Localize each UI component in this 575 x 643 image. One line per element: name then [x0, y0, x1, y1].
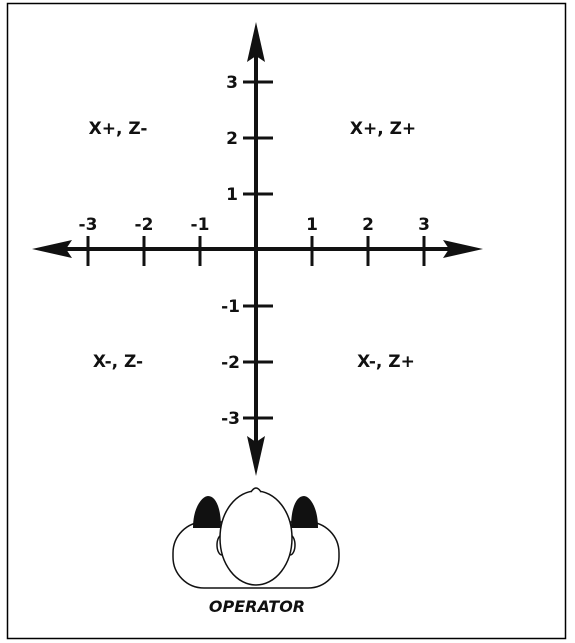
- operator-label: OPERATOR: [209, 597, 305, 616]
- vertical-axis: [247, 22, 265, 476]
- h-tick-label: 1: [306, 215, 318, 235]
- down-arrow-icon: [247, 436, 265, 476]
- h-tick-label: -2: [135, 215, 154, 235]
- right-hand-shape: [291, 496, 318, 528]
- quadrant-label-bottom-left: X-, Z-: [93, 352, 143, 372]
- h-tick-label: -1: [191, 215, 210, 235]
- right-arrow-icon: [443, 240, 483, 258]
- quadrant-label-top-right: X+, Z+: [350, 119, 416, 139]
- v-tick-label: -3: [221, 409, 240, 429]
- v-tick-label: 3: [226, 73, 238, 93]
- vertical-ticks: 3 2 1 -1 -2 -3: [221, 73, 273, 429]
- v-tick-label: 1: [226, 185, 238, 205]
- operator-icon: [172, 487, 340, 589]
- h-tick-label: 2: [362, 215, 374, 235]
- left-hand-shape: [193, 496, 221, 528]
- v-tick-label: -2: [221, 353, 240, 373]
- v-tick-label: 2: [226, 129, 238, 149]
- h-tick-label: 3: [418, 215, 430, 235]
- up-arrow-icon: [247, 22, 265, 62]
- quadrant-label-top-left: X+, Z-: [89, 119, 148, 139]
- nose-shape: [250, 487, 262, 493]
- diagram-frame: [6, 2, 567, 640]
- left-arrow-icon: [32, 240, 72, 258]
- operator-head: [219, 490, 293, 586]
- h-tick-label: -3: [79, 215, 98, 235]
- horizontal-ticks: -3 -2 -1 1 2 3: [79, 215, 430, 266]
- quadrant-label-bottom-right: X-, Z+: [357, 352, 415, 372]
- v-tick-label: -1: [221, 297, 240, 317]
